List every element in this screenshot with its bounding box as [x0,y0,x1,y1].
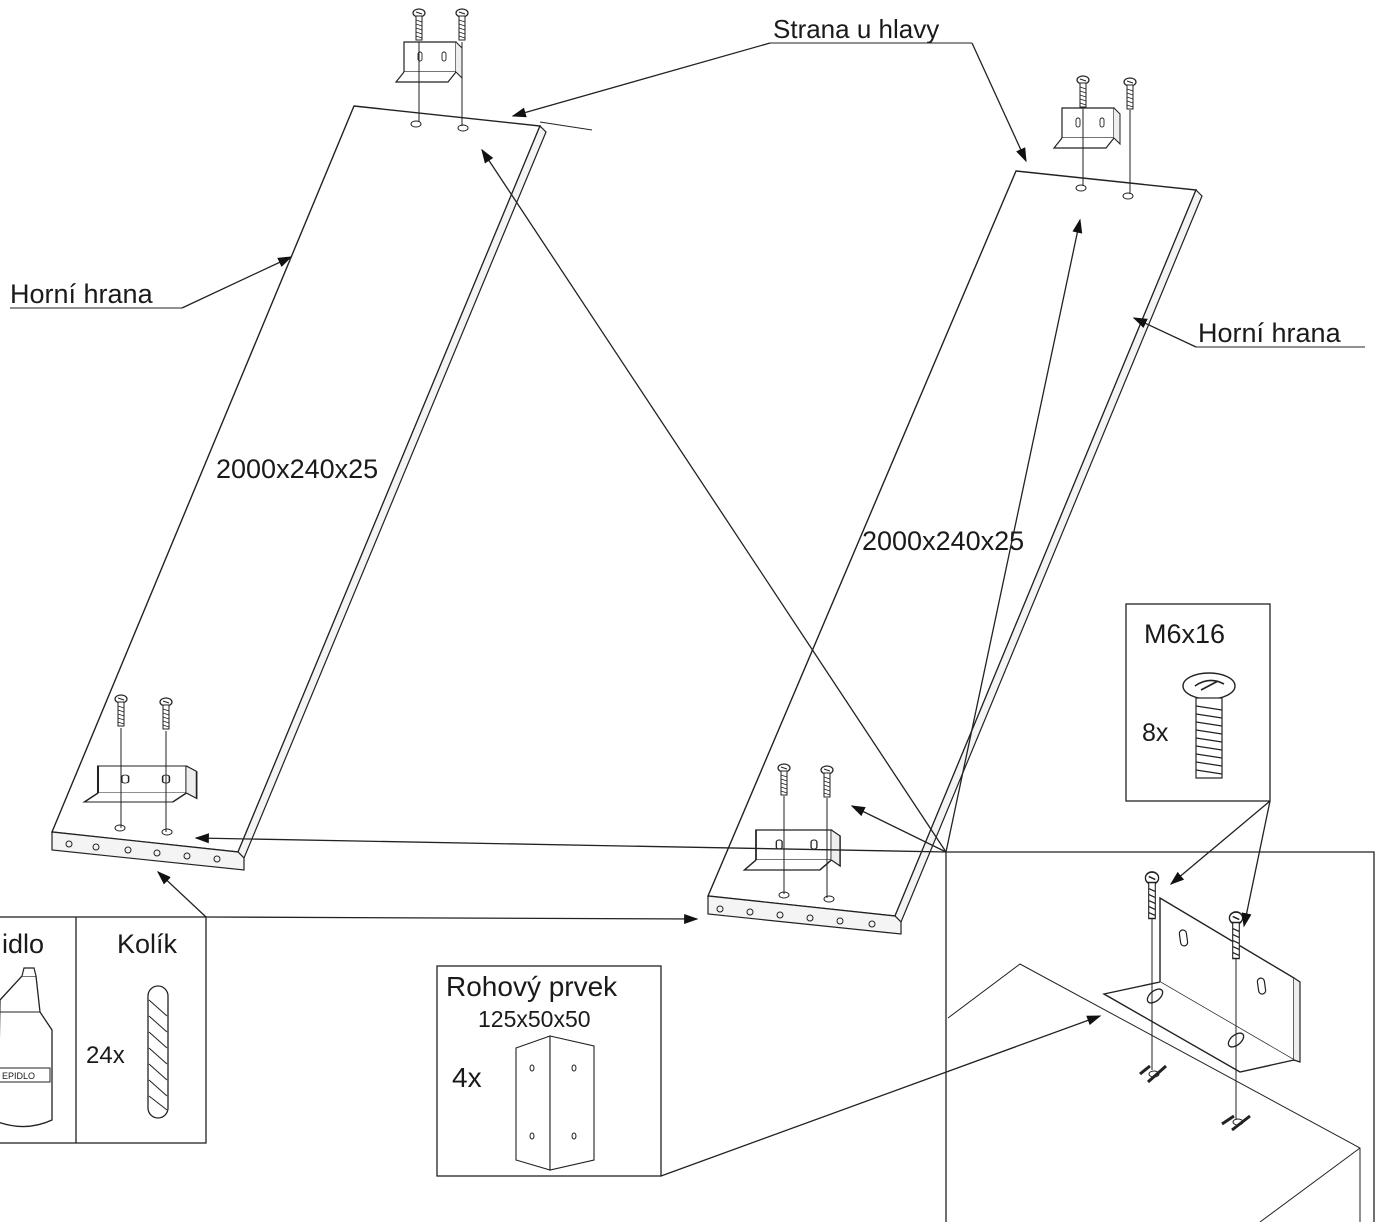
board-left [50,105,547,871]
board-left-dowel-holes [65,840,221,863]
screw-label: M6x16 [1144,619,1225,649]
detail-leader-arrows [194,148,1271,1177]
top-edge-right-callout: Horní hrana [1132,317,1365,348]
board-right [706,170,1203,935]
dowel-qty: 24x [86,1042,125,1069]
corner-element-panel: Rohový prvek 125x50x50 4x [436,965,662,1177]
dowel-arrows [156,871,699,924]
head-side-callout: Strana u hlavy [511,14,1027,163]
board-right-dowel-holes [716,905,876,928]
glue-dowel-panel: idlo Kolík EPIDLO 24x [0,916,207,1144]
screw-qty: 8x [1142,719,1169,747]
right-bottom-hardware [743,763,841,903]
glue-bottle-label: EPIDLO [2,1071,35,1081]
board-right-dims-label: 2000x240x25 [862,526,1024,556]
glue-label: idlo [2,929,44,959]
top-edge-left-label: Horní hrana [10,279,154,309]
left-bottom-hardware [83,694,198,836]
right-top-hardware [1053,75,1137,200]
head-side-label: Strana u hlavy [773,14,939,44]
dowel-label: Kolík [117,929,178,959]
glue-bottle-icon: EPIDLO [0,967,53,1128]
detail-box [945,851,1375,1222]
dowel-icon [147,985,169,1119]
corner-element-qty: 4x [452,1062,482,1093]
corner-element-size: 125x50x50 [478,1006,591,1032]
board-left-dims-label: 2000x240x25 [216,454,378,484]
screw-panel: M6x16 8x [1125,603,1271,802]
corner-element-label: Rohový prvek [446,971,618,1002]
top-edge-left-callout: Horní hrana [10,256,293,309]
left-top-hardware [395,8,469,132]
screw-icon [1182,672,1236,779]
top-edge-right-label: Horní hrana [1198,318,1342,348]
corner-bracket-icon [515,1035,595,1171]
